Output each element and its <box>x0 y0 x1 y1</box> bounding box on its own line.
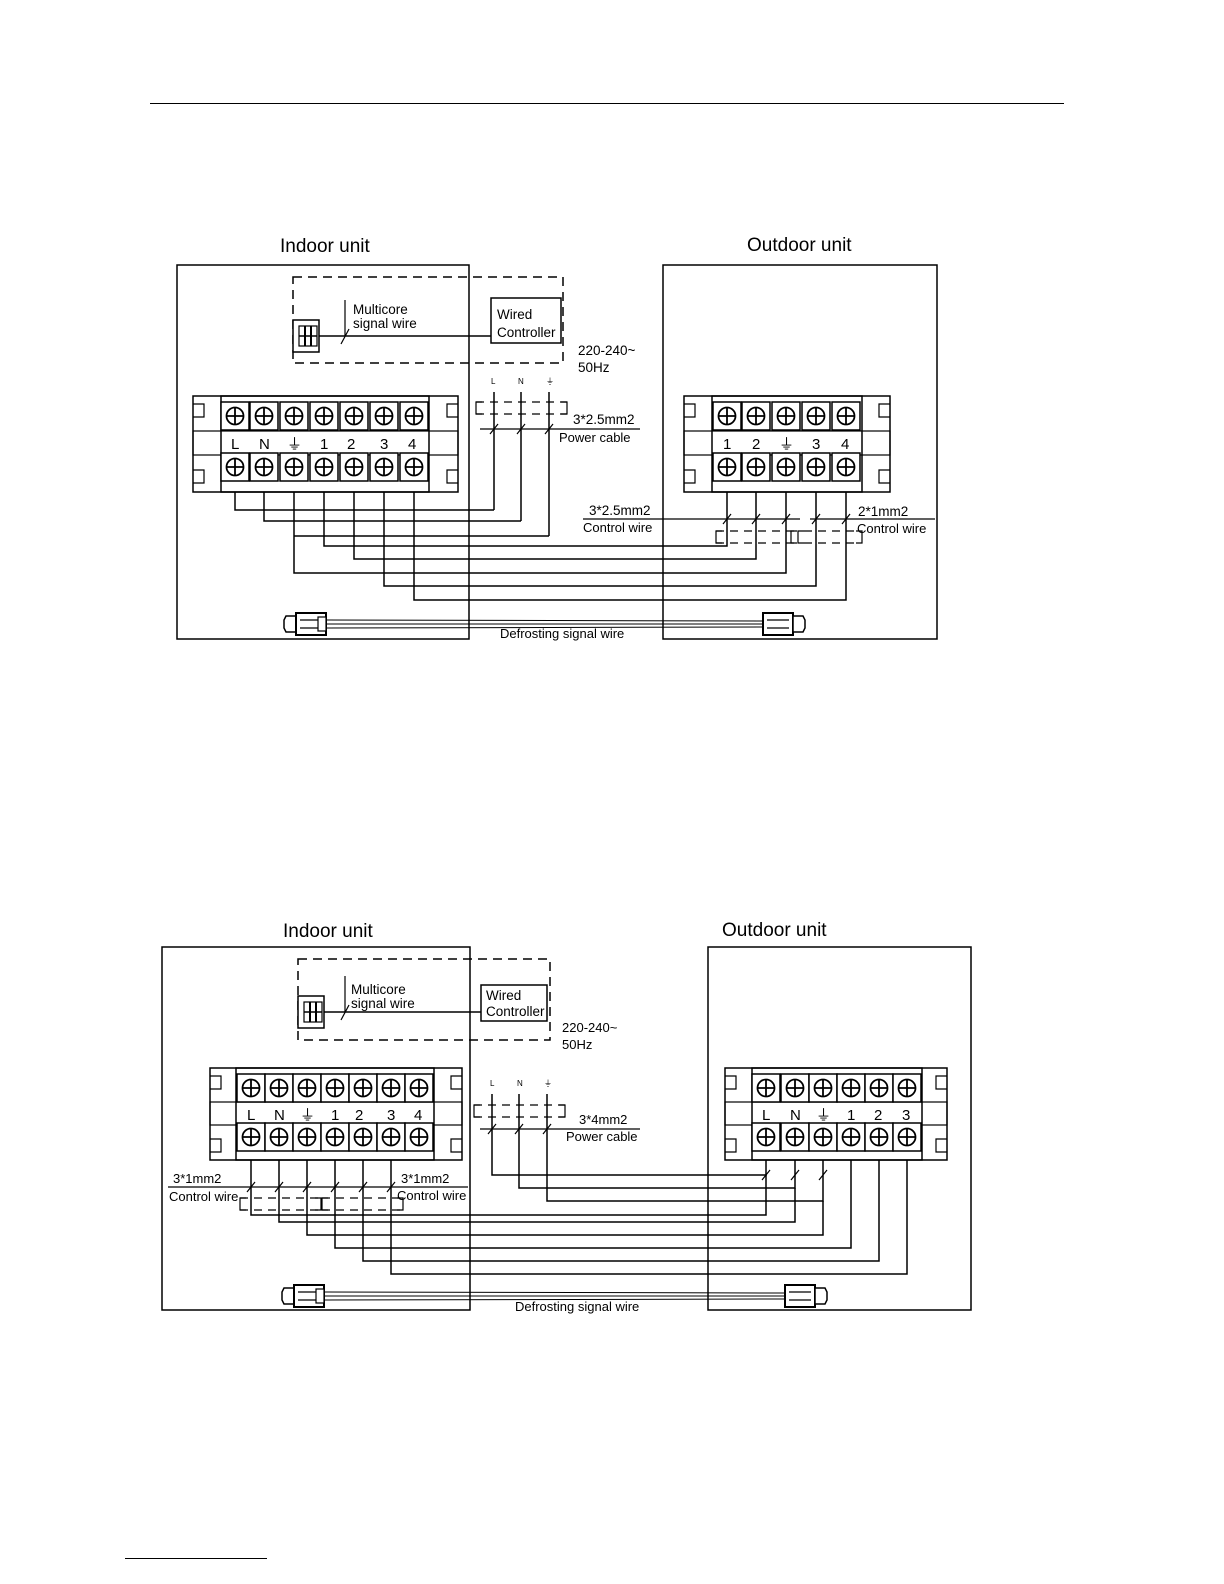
indoor-terminal-label: 4 <box>408 436 416 453</box>
indoor-terminal-label: L <box>247 1107 255 1124</box>
wired-controller-box <box>480 984 548 1022</box>
interconnect-wires <box>250 1160 908 1275</box>
indoor-terminal-label: 1 <box>331 1107 339 1124</box>
indoor-terminal-label: 3 <box>387 1107 395 1124</box>
outdoor-terminal-label: ⏚ <box>779 436 794 453</box>
outdoor-terminal-label: 3 <box>902 1107 910 1124</box>
outdoor-unit-box <box>707 946 972 1311</box>
outdoor-terminal-label: 2 <box>874 1107 882 1124</box>
indoor-terminal-label: L <box>231 436 239 453</box>
indoor-terminal-label: 3 <box>380 436 388 453</box>
power-cable <box>473 1094 828 1202</box>
indoor-terminal-label: N <box>259 436 270 453</box>
outdoor-terminal-label: 1 <box>847 1107 855 1124</box>
indoor-terminal-label: N <box>274 1107 285 1124</box>
outdoor-terminal-block: 1 2 ⏚ 3 4 <box>683 395 891 493</box>
supply-terminal-earth: ⏚ <box>544 1079 552 1088</box>
indoor-terminal-label: ⏚ <box>300 1107 315 1124</box>
wired-controller-box <box>490 297 562 344</box>
diagram-2: Indoor unit Outdoor unit Multicore signa… <box>161 920 972 1314</box>
wired-controller-label-2: Controller <box>486 1004 545 1019</box>
power-cable <box>475 392 640 536</box>
supply-frequency: 50Hz <box>562 1037 592 1052</box>
indoor-terminal-label: 1 <box>320 436 328 453</box>
control-wire-b-label: Control wire <box>857 521 926 536</box>
multicore-label-1: Multicore <box>351 982 406 997</box>
indoor-unit-title: Indoor unit <box>280 236 371 257</box>
controller-dashed-zone <box>297 958 551 1041</box>
indoor-unit-title: Indoor unit <box>283 921 374 942</box>
wired-controller-label-1: Wired <box>486 988 521 1003</box>
indoor-terminal-label: 2 <box>347 436 355 453</box>
outdoor-terminal-label: L <box>762 1107 770 1124</box>
indoor-terminal-block: L N ⏚ 1 2 3 4 <box>209 1067 463 1161</box>
control-wire-a-label: Control wire <box>583 520 652 535</box>
indoor-unit-box <box>161 946 471 1311</box>
outdoor-terminal-block: L N ⏚ 1 2 3 <box>724 1067 948 1161</box>
multicore-label-2: signal wire <box>351 996 415 1011</box>
indoor-terminal-label: 2 <box>355 1107 363 1124</box>
multicore-connector <box>292 319 320 353</box>
outdoor-unit-title: Outdoor unit <box>747 235 852 256</box>
control-wire-bundle <box>583 513 935 544</box>
supply-frequency: 50Hz <box>578 360 610 375</box>
control-wire-b-spec: 3*1mm2 <box>401 1171 449 1186</box>
power-cable-spec: 3*2.5mm2 <box>573 412 635 427</box>
control-wire-a-spec: 3*2.5mm2 <box>589 503 651 518</box>
control-wire-b-spec: 2*1mm2 <box>858 504 908 519</box>
supply-terminal-n: N <box>517 1079 523 1088</box>
outdoor-terminal-label: 2 <box>752 436 760 453</box>
indoor-unit-box <box>176 264 470 640</box>
supply-terminal-n: N <box>518 377 524 386</box>
defrost-wire <box>283 612 806 636</box>
multicore-label-2: signal wire <box>353 316 417 331</box>
wired-controller-label-1: Wired <box>497 307 532 322</box>
supply-voltage: 220-240~ <box>562 1020 618 1035</box>
outdoor-unit-title: Outdoor unit <box>722 920 827 941</box>
control-wire-a-label: Control wire <box>169 1189 238 1204</box>
supply-voltage: 220-240~ <box>578 343 636 358</box>
multicore-connector <box>297 995 325 1029</box>
supply-terminal-l: L <box>491 377 496 386</box>
supply-terminal-l: L <box>490 1079 495 1088</box>
outdoor-terminal-label: 1 <box>723 436 731 453</box>
interconnect-wires <box>234 492 847 601</box>
indoor-terminal-block: L N ⏚ 1 2 3 4 <box>192 395 459 493</box>
outdoor-terminal-label: 3 <box>812 436 820 453</box>
wired-controller-label-2: Controller <box>497 325 556 340</box>
diagram-1: Indoor unit Outdoor unit Multicore signa… <box>176 235 938 641</box>
outdoor-terminal-label: N <box>790 1107 801 1124</box>
power-cable-spec: 3*4mm2 <box>579 1112 627 1127</box>
control-wire-bundle <box>168 1181 468 1211</box>
indoor-terminal-label: 4 <box>414 1107 422 1124</box>
outdoor-terminal-label: ⏚ <box>816 1107 831 1124</box>
header-rule <box>150 103 1064 104</box>
multicore-label-1: Multicore <box>353 302 408 317</box>
defrost-wire <box>281 1284 828 1308</box>
indoor-terminal-label: ⏚ <box>287 436 302 453</box>
defrost-wire-label: Defrosting signal wire <box>500 626 624 641</box>
control-wire-a-spec: 3*1mm2 <box>173 1171 221 1186</box>
outdoor-unit-box <box>662 264 938 640</box>
control-wire-b-label: Control wire <box>397 1188 466 1203</box>
power-cable-label: Power cable <box>566 1129 638 1144</box>
supply-terminal-earth: ⏚ <box>546 377 554 386</box>
power-cable-label: Power cable <box>559 430 631 445</box>
footer-rule <box>125 1558 267 1559</box>
defrost-wire-label: Defrosting signal wire <box>515 1299 639 1314</box>
outdoor-terminal-label: 4 <box>841 436 849 453</box>
